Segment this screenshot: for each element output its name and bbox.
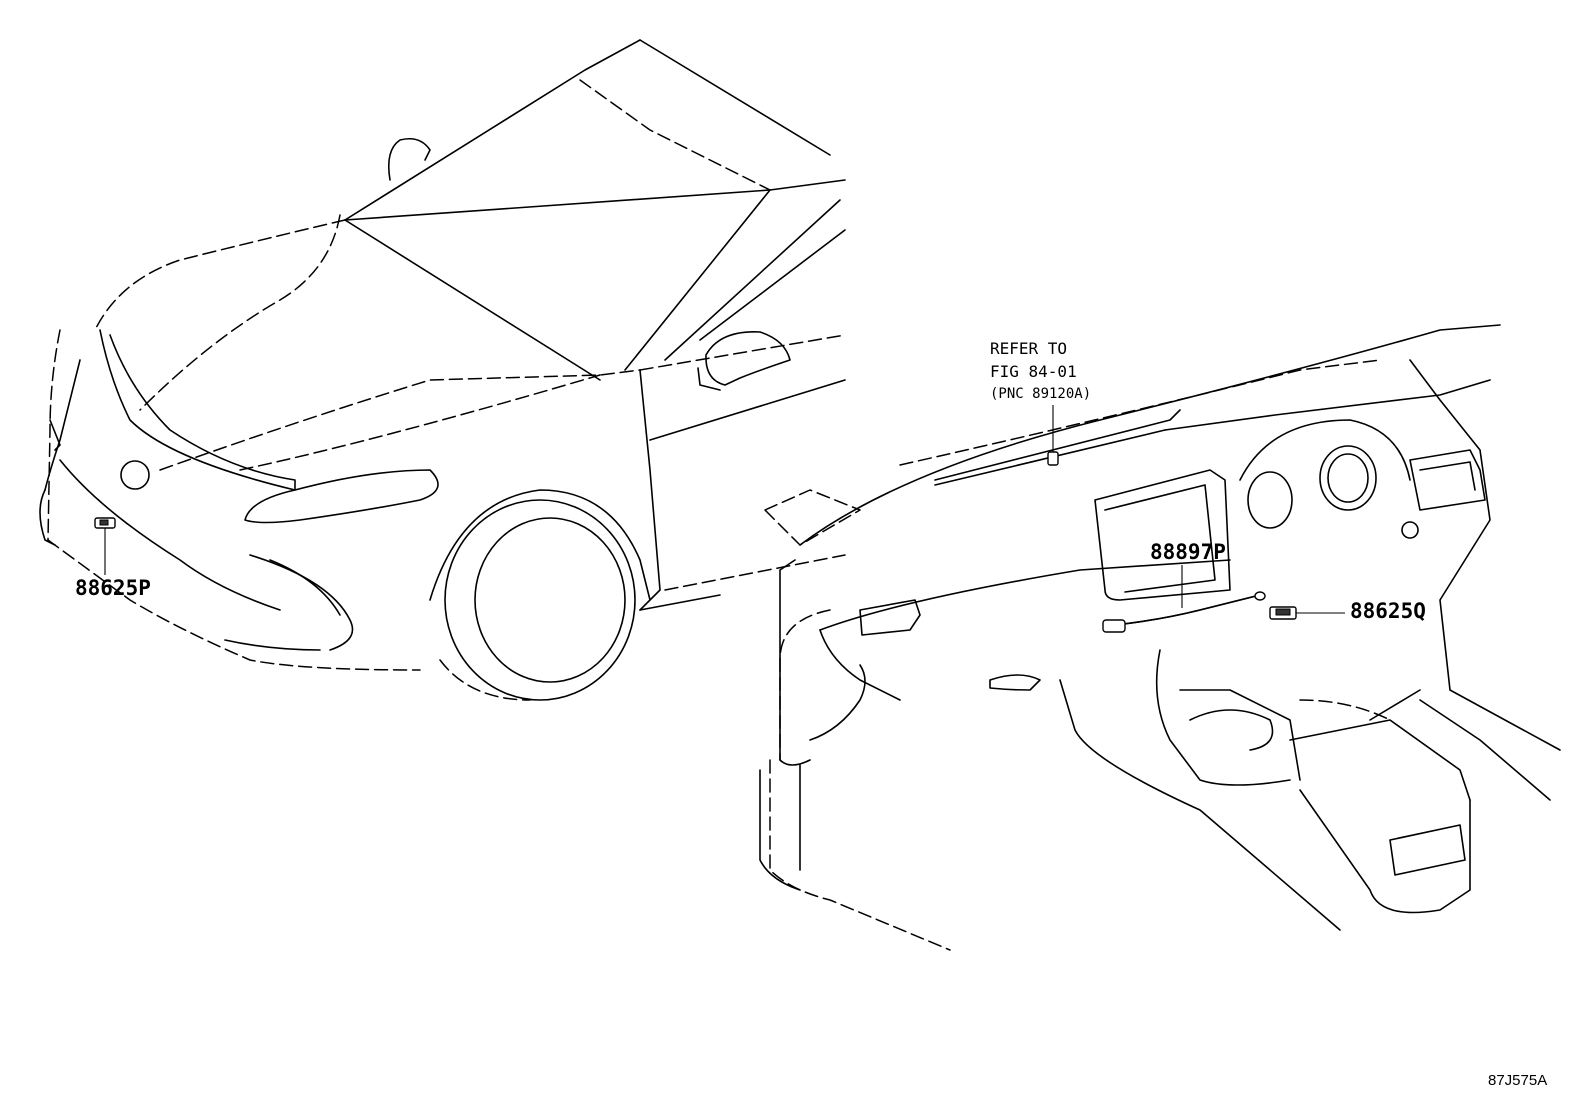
- reference-note-line3: (PNC 89120A): [990, 386, 1092, 402]
- car-exterior-illustration: [39, 39, 846, 701]
- reference-note-line2: FIG 84-01: [990, 362, 1077, 381]
- dashboard-interior-illustration: [759, 324, 1561, 951]
- reference-note-line1: REFER TO: [990, 339, 1068, 358]
- reference-note: REFER TO FIG 84-01 (PNC 89120A): [990, 337, 1091, 406]
- callout-88897p: 88897P: [1150, 540, 1226, 564]
- figure-id: 87J575A: [1488, 1072, 1548, 1089]
- callout-88625q: 88625Q: [1350, 599, 1426, 623]
- callout-88625p: 88625P: [75, 576, 151, 600]
